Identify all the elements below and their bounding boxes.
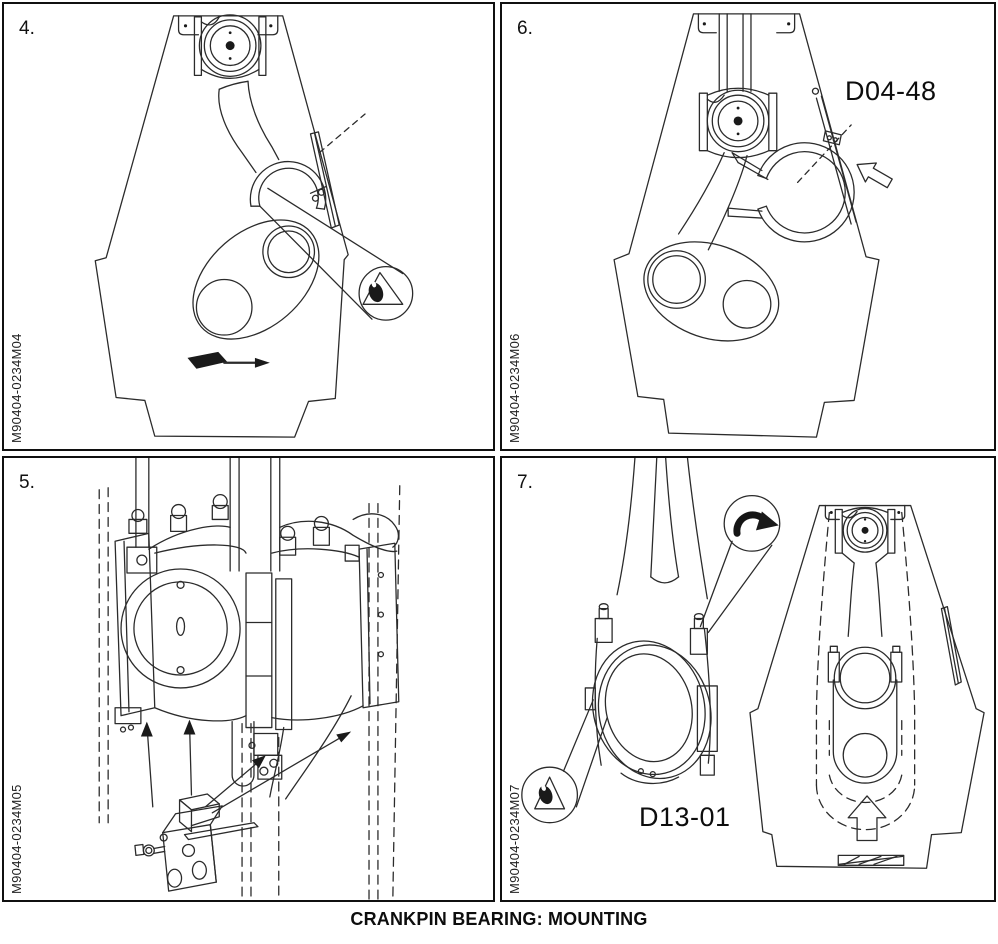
eye-inspection-icon <box>358 265 414 321</box>
pointer-arrow-icon <box>140 719 352 814</box>
rotate-clockwise-icon <box>723 495 781 552</box>
piston <box>834 506 896 554</box>
eye-inspection-icon <box>521 766 579 824</box>
figure-id: M90404-0234M07 <box>507 784 522 894</box>
figure-panel-6: 6. M90404-0234M06 D04-48 <box>500 2 996 451</box>
figure-panel-5: 5. M90404-0234M05 <box>2 456 495 902</box>
panel-number: 7. <box>517 472 533 493</box>
piston <box>193 14 267 79</box>
figure-7-illustration <box>521 458 985 869</box>
figure-id: M90404-0234M05 <box>9 784 24 894</box>
figure-6-illustration <box>613 13 893 438</box>
piston <box>698 87 778 159</box>
sight-cone <box>259 187 404 320</box>
ring-gauge <box>584 627 718 785</box>
panel-number: 4. <box>19 18 35 39</box>
page-caption: CRANKPIN BEARING: MOUNTING <box>350 909 648 929</box>
direction-arrow-icon <box>187 351 270 369</box>
crankpin-flange <box>120 568 241 689</box>
bearing-shell <box>249 160 328 210</box>
up-arrow-icon <box>847 795 887 842</box>
figure-4-illustration <box>94 14 414 438</box>
tool-callout-label: D04-48 <box>845 76 937 106</box>
block-arrow-icon <box>856 162 893 189</box>
panel-number: 5. <box>19 472 35 493</box>
panel-number: 6. <box>517 18 533 39</box>
figure-id: M90404-0234M04 <box>9 333 24 443</box>
figure-panel-4: 4. M90404-0234M04 <box>2 2 495 451</box>
figure-panel-7: 7. M90404-0234M07 D13-01 <box>500 456 996 902</box>
figure-5-illustration <box>98 458 401 900</box>
figure-id: M90404-0234M06 <box>507 333 522 443</box>
stopper-bracket-detail <box>134 793 259 892</box>
c-hook-tool <box>727 142 855 243</box>
tool-callout-label: D13-01 <box>639 802 731 832</box>
